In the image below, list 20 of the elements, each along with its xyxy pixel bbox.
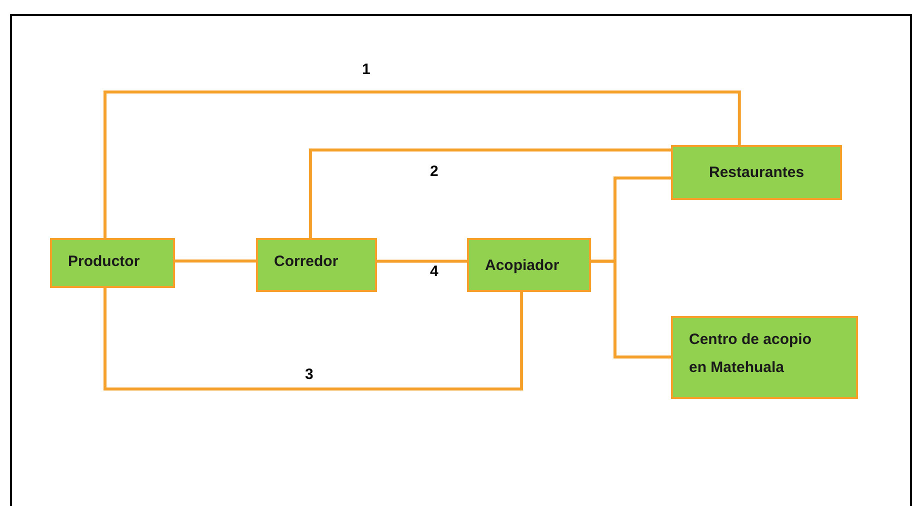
box-label: Corredor bbox=[274, 252, 340, 272]
process-box bbox=[256, 238, 377, 292]
connector-line bbox=[377, 260, 467, 263]
box-label: Acopiador bbox=[485, 256, 560, 276]
connector-line bbox=[175, 260, 256, 262]
edge-label: 2 bbox=[430, 164, 438, 179]
box-label: Productor bbox=[68, 252, 141, 272]
connector-line bbox=[104, 288, 524, 390]
edge-label: 3 bbox=[305, 367, 314, 382]
process-box bbox=[50, 238, 175, 288]
process-box bbox=[467, 238, 591, 292]
box-label: Centro de acopio en Matehuala bbox=[689, 330, 813, 378]
edge-label: 4 bbox=[430, 264, 438, 279]
edge-label: 1 bbox=[362, 62, 370, 77]
box-label: Restaurantes bbox=[709, 163, 806, 183]
connector-line bbox=[104, 90, 741, 238]
process-box bbox=[671, 316, 858, 399]
process-box bbox=[671, 145, 842, 200]
connector-line bbox=[308, 148, 672, 238]
connector-line bbox=[591, 260, 671, 358]
